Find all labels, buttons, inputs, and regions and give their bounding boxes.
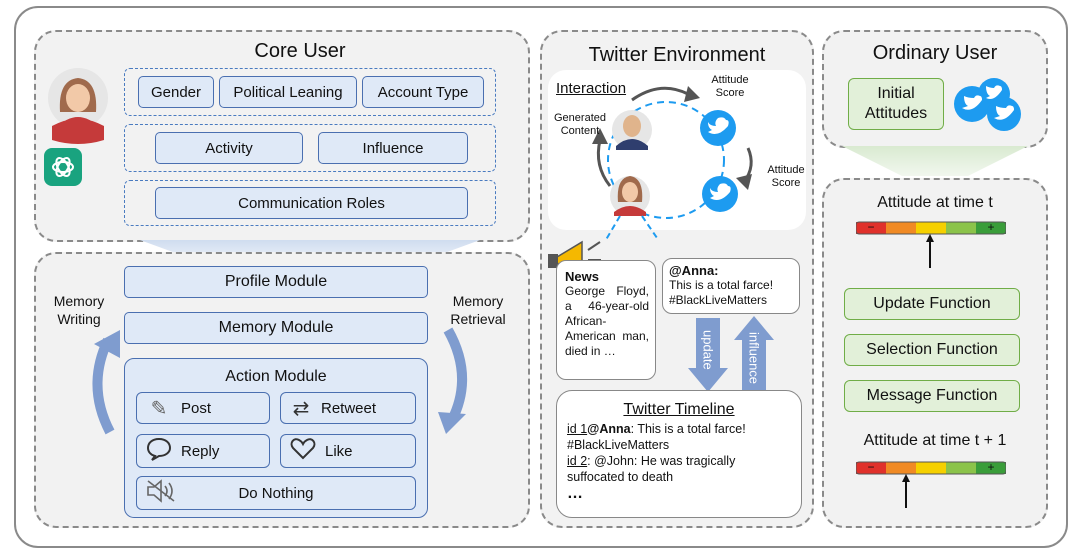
attitude-score-label-1: Attitude Score	[711, 74, 749, 99]
update-function: Update Function	[844, 288, 1020, 320]
memory-writing-arrow	[92, 330, 120, 435]
mute-speaker-icon	[137, 479, 187, 507]
initial-attitudes-box: Initial Attitudes	[848, 78, 944, 130]
twitter-birds-icon	[954, 78, 1021, 131]
message-function: Message Function	[844, 380, 1020, 412]
memory-writing-label: Memory Writing	[53, 293, 105, 327]
memory-retrieval-arrow	[438, 327, 467, 434]
outer-frame	[14, 6, 1068, 548]
chatgpt-icon	[44, 148, 82, 186]
core-user-avatar	[48, 68, 108, 144]
twitter-timeline: Twitter Timeline id 1@Anna: This is a to…	[556, 390, 802, 518]
heart-icon	[281, 438, 325, 464]
memory-retrieval-label: Memory Retrieval	[450, 293, 506, 327]
selection-function: Selection Function	[844, 334, 1020, 366]
attitude-score-label-2: Attitude Score	[767, 164, 805, 189]
attitude-at-time-t: Attitude at time t	[877, 194, 993, 211]
chip-account-type: Account Type	[362, 76, 484, 108]
ordinary-funnel	[842, 146, 1028, 176]
chip-communication-roles: Communication Roles	[155, 187, 468, 219]
quill-icon: ✎	[150, 397, 168, 420]
core-user-title: Core User	[254, 40, 346, 62]
influence-arrow	[734, 316, 774, 390]
twitter-env-title: Twitter Environment	[588, 44, 766, 66]
attitude-scale-t1	[856, 461, 1006, 508]
chip-political-leaning: Political Leaning	[219, 76, 357, 108]
attitude-at-time-t1: Attitude at time t + 1	[863, 432, 1007, 449]
attitude-scale-t	[856, 221, 1006, 268]
chip-gender: Gender	[138, 76, 214, 108]
attribute-group-1	[124, 68, 496, 116]
attribute-group-2	[124, 124, 496, 172]
action-do-nothing: Do Nothing	[136, 476, 416, 510]
timeline-entry-2: id 2: @John: He was tragically suffocate…	[567, 454, 736, 484]
scale-t1-plus: +	[987, 460, 995, 474]
memory-module: Memory Module	[124, 312, 428, 344]
action-post: ✎ Post	[136, 392, 270, 424]
profile-module: Profile Module	[124, 266, 428, 298]
scale-t-minus: −	[867, 220, 875, 234]
chip-influence: Influence	[318, 132, 468, 164]
scale-t1-minus: −	[867, 460, 875, 474]
interaction-diagram	[592, 86, 753, 240]
news-title: News	[565, 269, 599, 284]
tweet-user: @Anna:	[669, 263, 719, 278]
timeline-ellipsis: …	[567, 485, 583, 502]
chip-activity: Activity	[155, 132, 303, 164]
scale-t-plus: +	[987, 220, 995, 234]
action-retweet: ⇄ Retweet	[280, 392, 416, 424]
news-card: News George Floyd, a 46-year-old African…	[556, 260, 656, 380]
interaction-title: Interaction	[556, 80, 627, 97]
ordinary-user-title: Ordinary User	[872, 42, 998, 64]
speech-bubble-icon	[137, 437, 181, 465]
action-reply: Reply	[136, 434, 270, 468]
attribute-group-3	[124, 180, 496, 226]
generated-content-label: Generated Content	[554, 112, 606, 137]
update-label: update	[700, 330, 716, 370]
interaction-box	[548, 70, 806, 230]
retweet-icon: ⇄	[292, 397, 310, 420]
tweet-text: This is a total farce! #BlackLiveMatters	[669, 278, 774, 307]
update-arrow	[688, 318, 728, 392]
influence-label: influence	[746, 331, 762, 385]
news-text: George Floyd, a 46-year-old African-Amer…	[565, 284, 649, 358]
timeline-title: Twitter Timeline	[623, 401, 735, 418]
action-module-title: Action Module	[225, 368, 327, 385]
action-like: Like	[280, 434, 416, 468]
tweet-card: @Anna: This is a total farce! #BlackLive…	[662, 258, 800, 314]
timeline-entry-1: id 1@Anna: This is a total farce! #Black…	[567, 422, 746, 452]
